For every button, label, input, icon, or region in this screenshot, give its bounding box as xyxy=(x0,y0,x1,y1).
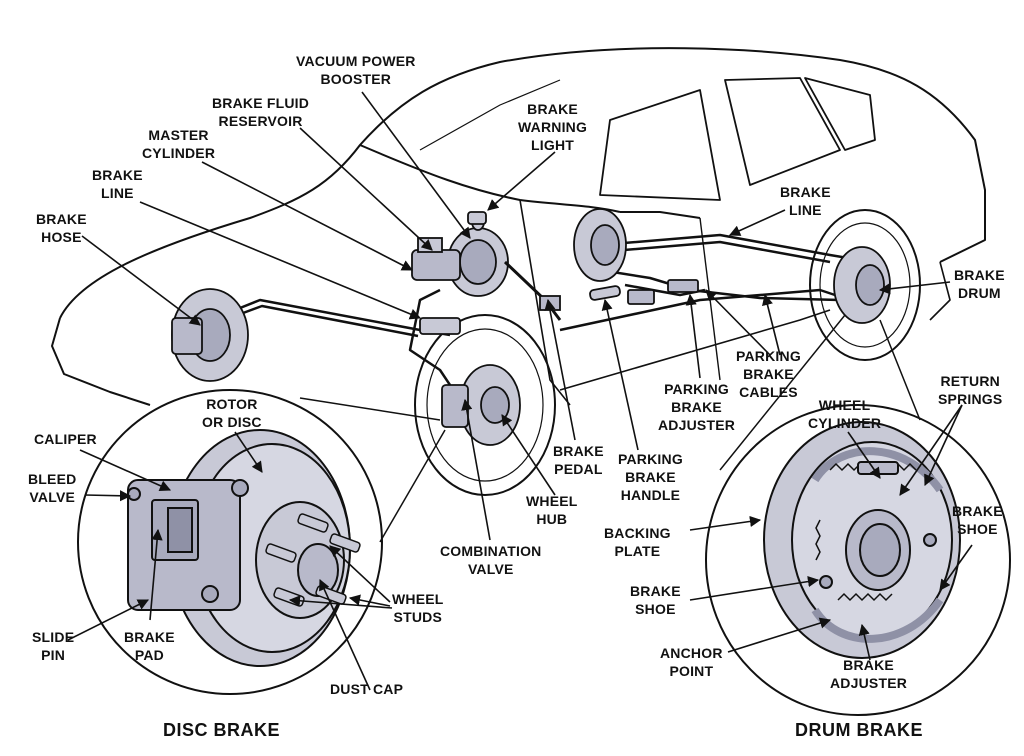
label-brake-line-front: BRAKE LINE xyxy=(92,167,143,201)
label-wheel-studs: WHEEL STUDS xyxy=(392,591,444,625)
rear-right-drum xyxy=(833,246,891,324)
label-return-springs: RETURN SPRINGS xyxy=(938,373,1003,407)
title-disc-brake: DISC BRAKE xyxy=(163,720,281,740)
label-bleed-valve: BLEED VALVE xyxy=(28,471,77,505)
car-body xyxy=(51,47,986,406)
label-brake-shoe-right: BRAKE SHOE xyxy=(952,503,1003,537)
label-backing-plate: BACKING PLATE xyxy=(604,525,671,559)
parking-brake-parts xyxy=(589,279,699,305)
left-front-disc xyxy=(171,288,249,382)
label-brake-adjuster: BRAKE ADJUSTER xyxy=(830,657,908,691)
label-vacuum-power-booster: VACUUM POWER BOOSTER xyxy=(296,53,416,87)
label-master-cylinder: MASTER CYLINDER xyxy=(142,127,216,161)
right-front-disc xyxy=(441,364,521,446)
label-combination-valve: COMBINATION VALVE xyxy=(440,543,542,577)
label-rotor-or-disc: ROTOR OR DISC xyxy=(202,396,262,430)
leader-lines xyxy=(67,91,973,691)
label-brake-fluid-reservoir: BRAKE FLUID RESERVOIR xyxy=(212,95,310,129)
label-brake-pedal: BRAKE PEDAL xyxy=(553,443,604,477)
label-dust-cap: DUST CAP xyxy=(330,681,404,697)
label-wheel-hub: WHEEL HUB xyxy=(526,493,578,527)
label-brake-warning-light: BRAKE WARNING LIGHT xyxy=(518,101,588,153)
label-parking-brake-cables: PARKING BRAKE CABLES xyxy=(736,348,801,400)
rear-left-drum xyxy=(573,208,627,282)
combination-valve-part xyxy=(419,317,461,335)
label-slide-pin: SLIDE PIN xyxy=(32,629,75,663)
label-parking-brake-adjuster: PARKING BRAKE ADJUSTER xyxy=(658,381,736,433)
label-brake-drum: BRAKE DRUM xyxy=(954,267,1005,301)
detail-circles xyxy=(77,314,1011,716)
label-brake-hose: BRAKE HOSE xyxy=(36,211,87,245)
label-parking-brake-handle: PARKING BRAKE HANDLE xyxy=(618,451,683,503)
label-brake-pad: BRAKE PAD xyxy=(124,629,175,663)
label-caliper: CALIPER xyxy=(34,431,97,447)
label-brake-line-rear: BRAKE LINE xyxy=(780,184,831,218)
label-anchor-point: ANCHOR POINT xyxy=(660,645,723,679)
title-drum-brake: DRUM BRAKE xyxy=(795,720,923,740)
label-brake-shoe-left: BRAKE SHOE xyxy=(630,583,681,617)
drum-brake-detail xyxy=(763,421,961,659)
front-wheel xyxy=(414,314,556,496)
label-wheel-cylinder: WHEEL CYLINDER xyxy=(808,397,882,431)
